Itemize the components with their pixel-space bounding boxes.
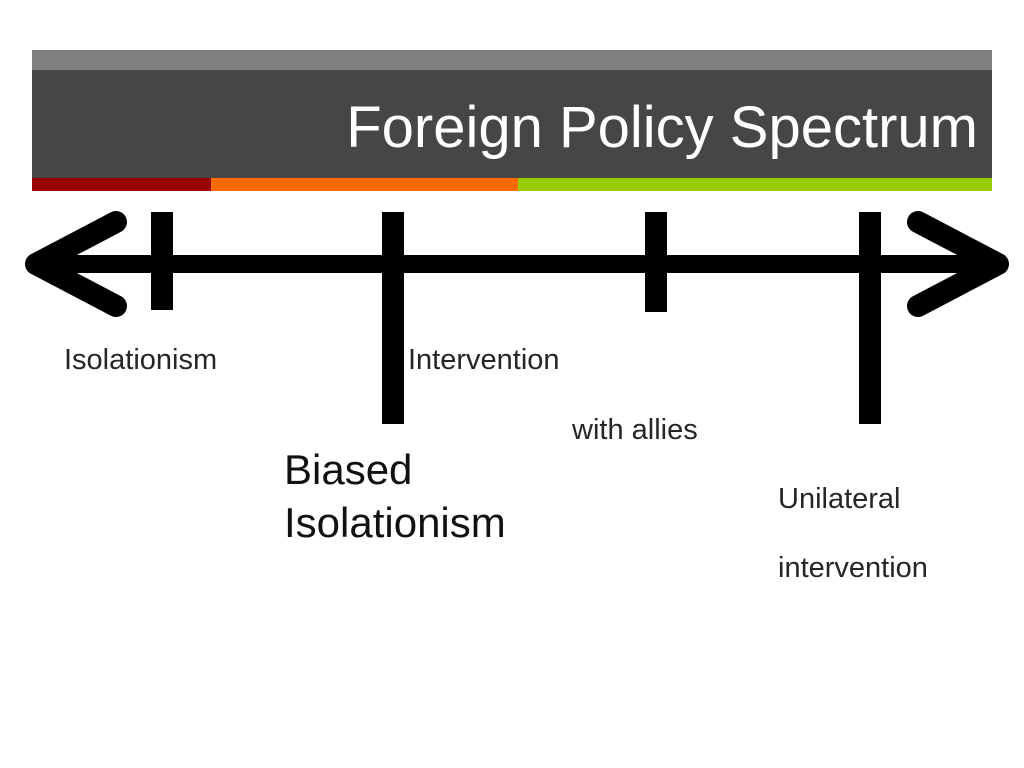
label-unilateral: Unilateral [778,483,901,515]
label-isolationism: Isolationism [64,344,218,376]
label-biased: Biased [284,446,413,493]
header-band: Foreign Policy Spectrum [32,70,992,178]
label-with-allies: with allies [572,414,698,446]
accent-segment-red [32,178,211,191]
right-arrowhead [907,211,1009,317]
label-intervention: Intervention [408,344,560,376]
accent-segment-orange [211,178,518,191]
left-arrowhead [25,211,127,317]
accent-bar [32,178,992,191]
header-top-band [32,50,992,70]
label-intervention-lower: intervention [778,552,928,584]
label-biased-isolationism: Isolationism [284,499,506,546]
accent-segment-green [518,178,992,191]
slide-title: Foreign Policy Spectrum [346,95,978,160]
